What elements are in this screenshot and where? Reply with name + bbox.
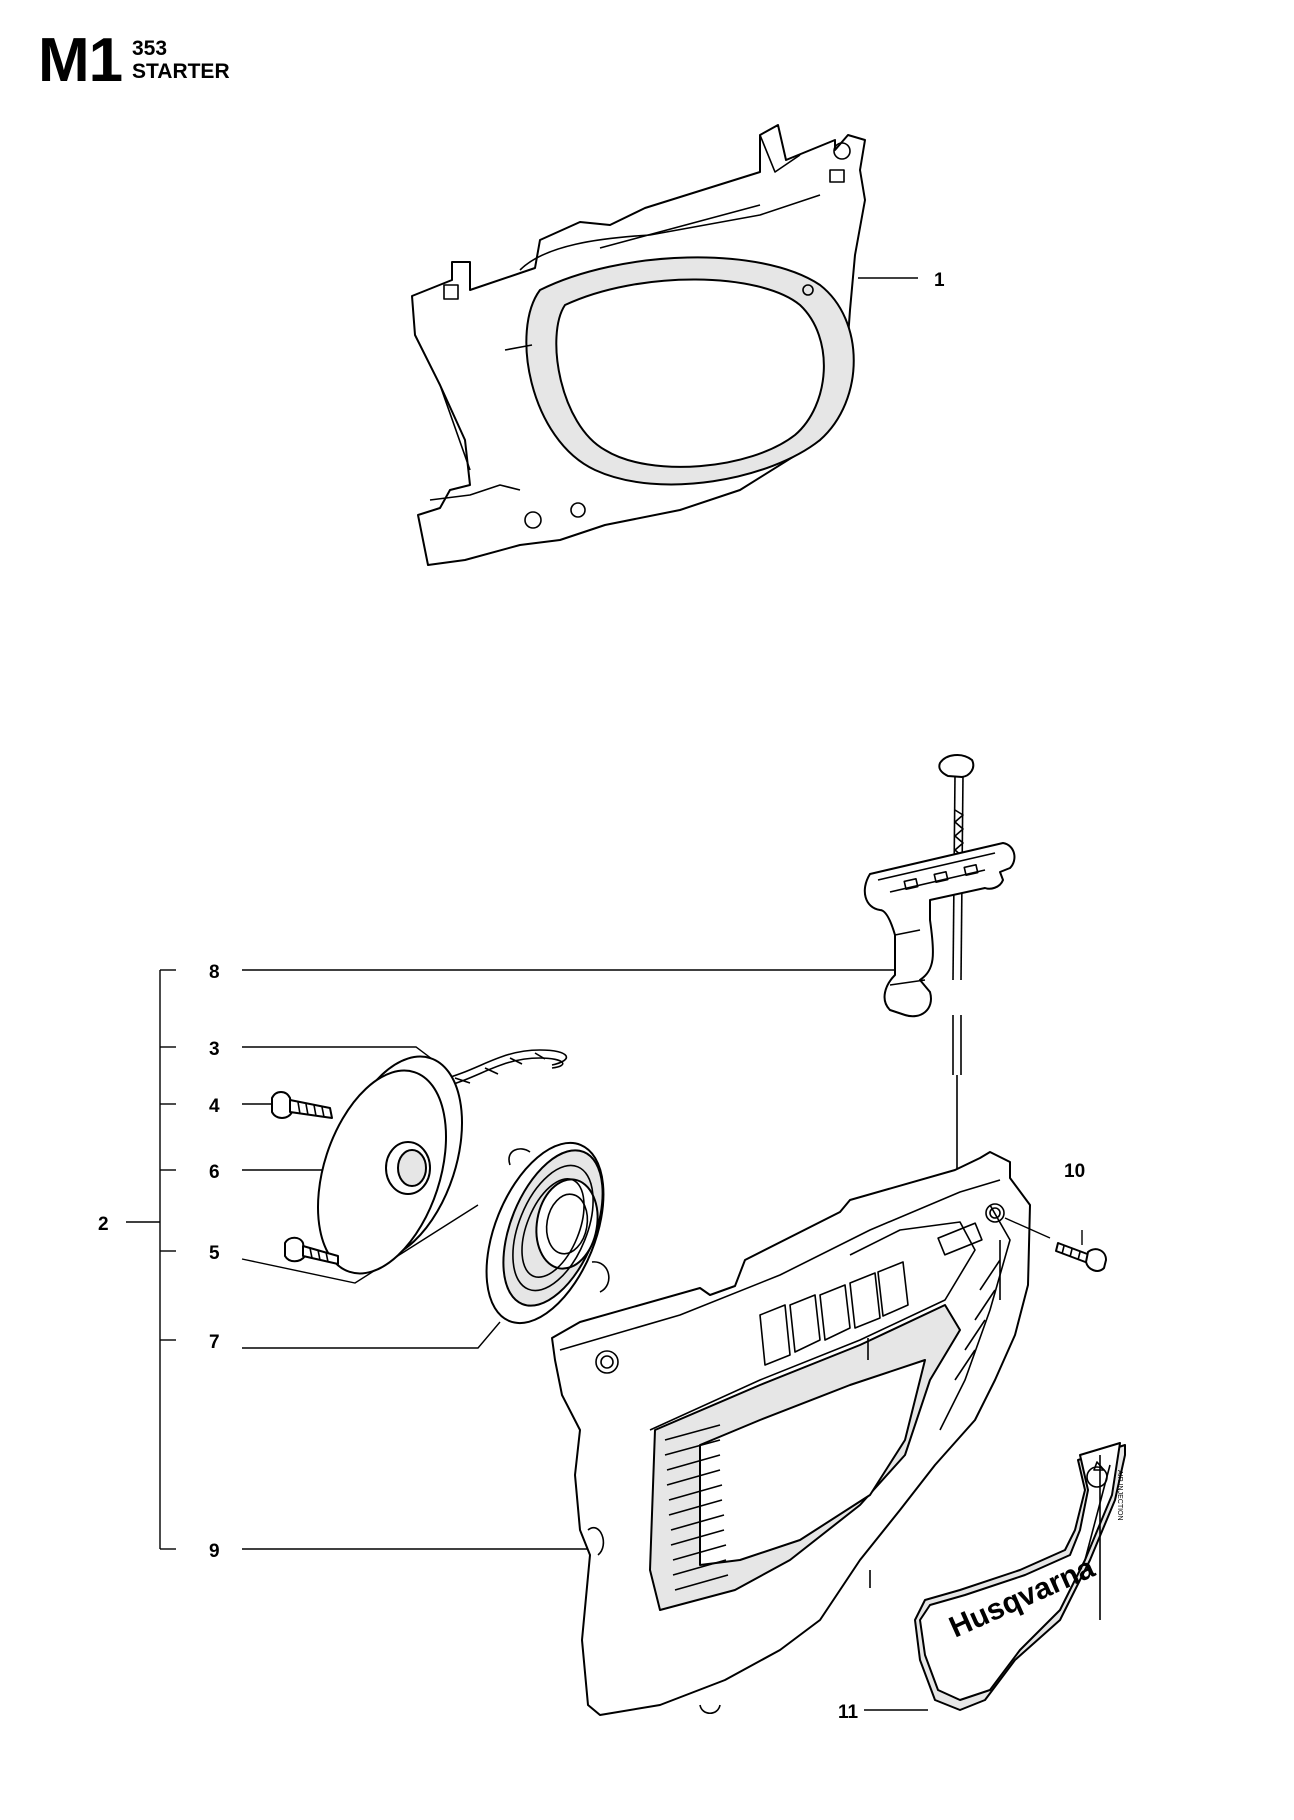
callout-3: 3: [209, 1039, 220, 1060]
group-bracket: [126, 969, 176, 1550]
callout-10: 10: [1064, 1161, 1085, 1182]
callout-7: 7: [209, 1332, 220, 1353]
decal-small-text: AIR INJECTION: [1116, 1470, 1123, 1521]
part-3-rope: [439, 1049, 568, 1089]
part-10-screw: [1004, 1217, 1107, 1272]
part-5-screw: [284, 1236, 339, 1265]
callout-2: 2: [98, 1214, 109, 1235]
part-11-decal: [914, 1442, 1126, 1711]
callout-1: 1: [934, 270, 945, 291]
callout-6: 6: [209, 1162, 220, 1183]
section-name: STARTER: [132, 60, 230, 83]
model-number: 353: [132, 37, 168, 60]
part-6-pulley: [317, 1055, 463, 1275]
callout-9: 9: [209, 1541, 220, 1562]
callout-8: 8: [209, 962, 220, 983]
callout-5: 5: [209, 1243, 220, 1264]
callout-11: 11: [838, 1702, 859, 1723]
part-7-spring-cassette: [485, 1141, 610, 1325]
part-9-starter-cover: [551, 1151, 1031, 1716]
part-1-housing: [411, 124, 866, 566]
page-code: M1: [38, 26, 123, 95]
part-4-bolt: [271, 1091, 333, 1119]
callout-4: 4: [209, 1096, 220, 1117]
